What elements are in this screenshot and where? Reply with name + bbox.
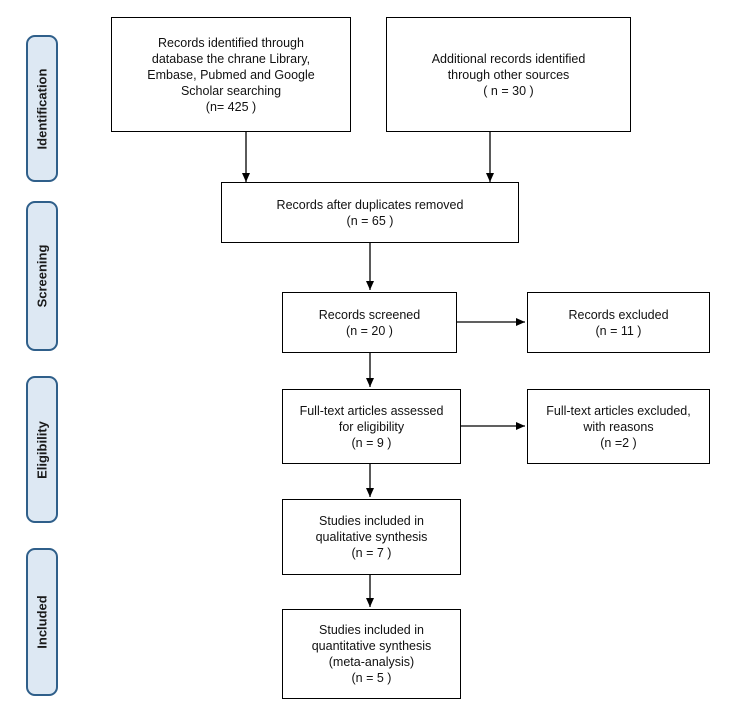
stage-eligibility: Eligibility bbox=[26, 376, 58, 523]
stage-label: Eligibility bbox=[34, 420, 50, 479]
stage-included: Included bbox=[26, 548, 58, 696]
box-qualitative-synthesis: Studies included in qualitative synthesi… bbox=[282, 499, 461, 575]
stage-screening: Screening bbox=[26, 201, 58, 351]
box-quantitative-synthesis: Studies included in quantitative synthes… bbox=[282, 609, 461, 699]
box-fulltext-excluded: Full-text articles excluded, with reason… bbox=[527, 389, 710, 464]
box-text: Studies included in quantitative synthes… bbox=[311, 623, 432, 685]
box-text: Records excluded (n = 11 ) bbox=[568, 307, 669, 338]
stage-label: Screening bbox=[34, 244, 50, 308]
stage-label: Included bbox=[34, 595, 50, 649]
box-records-screened: Records screened (n = 20 ) bbox=[282, 292, 457, 353]
box-text: Additional records identified through ot… bbox=[431, 51, 586, 98]
box-additional-records: Additional records identified through ot… bbox=[386, 17, 631, 132]
box-text: Records after duplicates removed (n = 65… bbox=[276, 197, 464, 228]
box-database-records: Records identified through database the … bbox=[111, 17, 351, 132]
box-after-duplicates: Records after duplicates removed (n = 65… bbox=[221, 182, 519, 243]
box-text: Full-text articles excluded, with reason… bbox=[546, 403, 691, 450]
stage-label: Identification bbox=[34, 68, 50, 149]
stage-identification: Identification bbox=[26, 35, 58, 182]
box-text: Records identified through database the … bbox=[147, 35, 315, 114]
box-text: Full-text articles assessed for eligibil… bbox=[299, 403, 444, 450]
box-records-excluded: Records excluded (n = 11 ) bbox=[527, 292, 710, 353]
box-text: Studies included in qualitative synthesi… bbox=[315, 514, 428, 560]
box-text: Records screened (n = 20 ) bbox=[318, 307, 421, 338]
box-fulltext-assessed: Full-text articles assessed for eligibil… bbox=[282, 389, 461, 464]
